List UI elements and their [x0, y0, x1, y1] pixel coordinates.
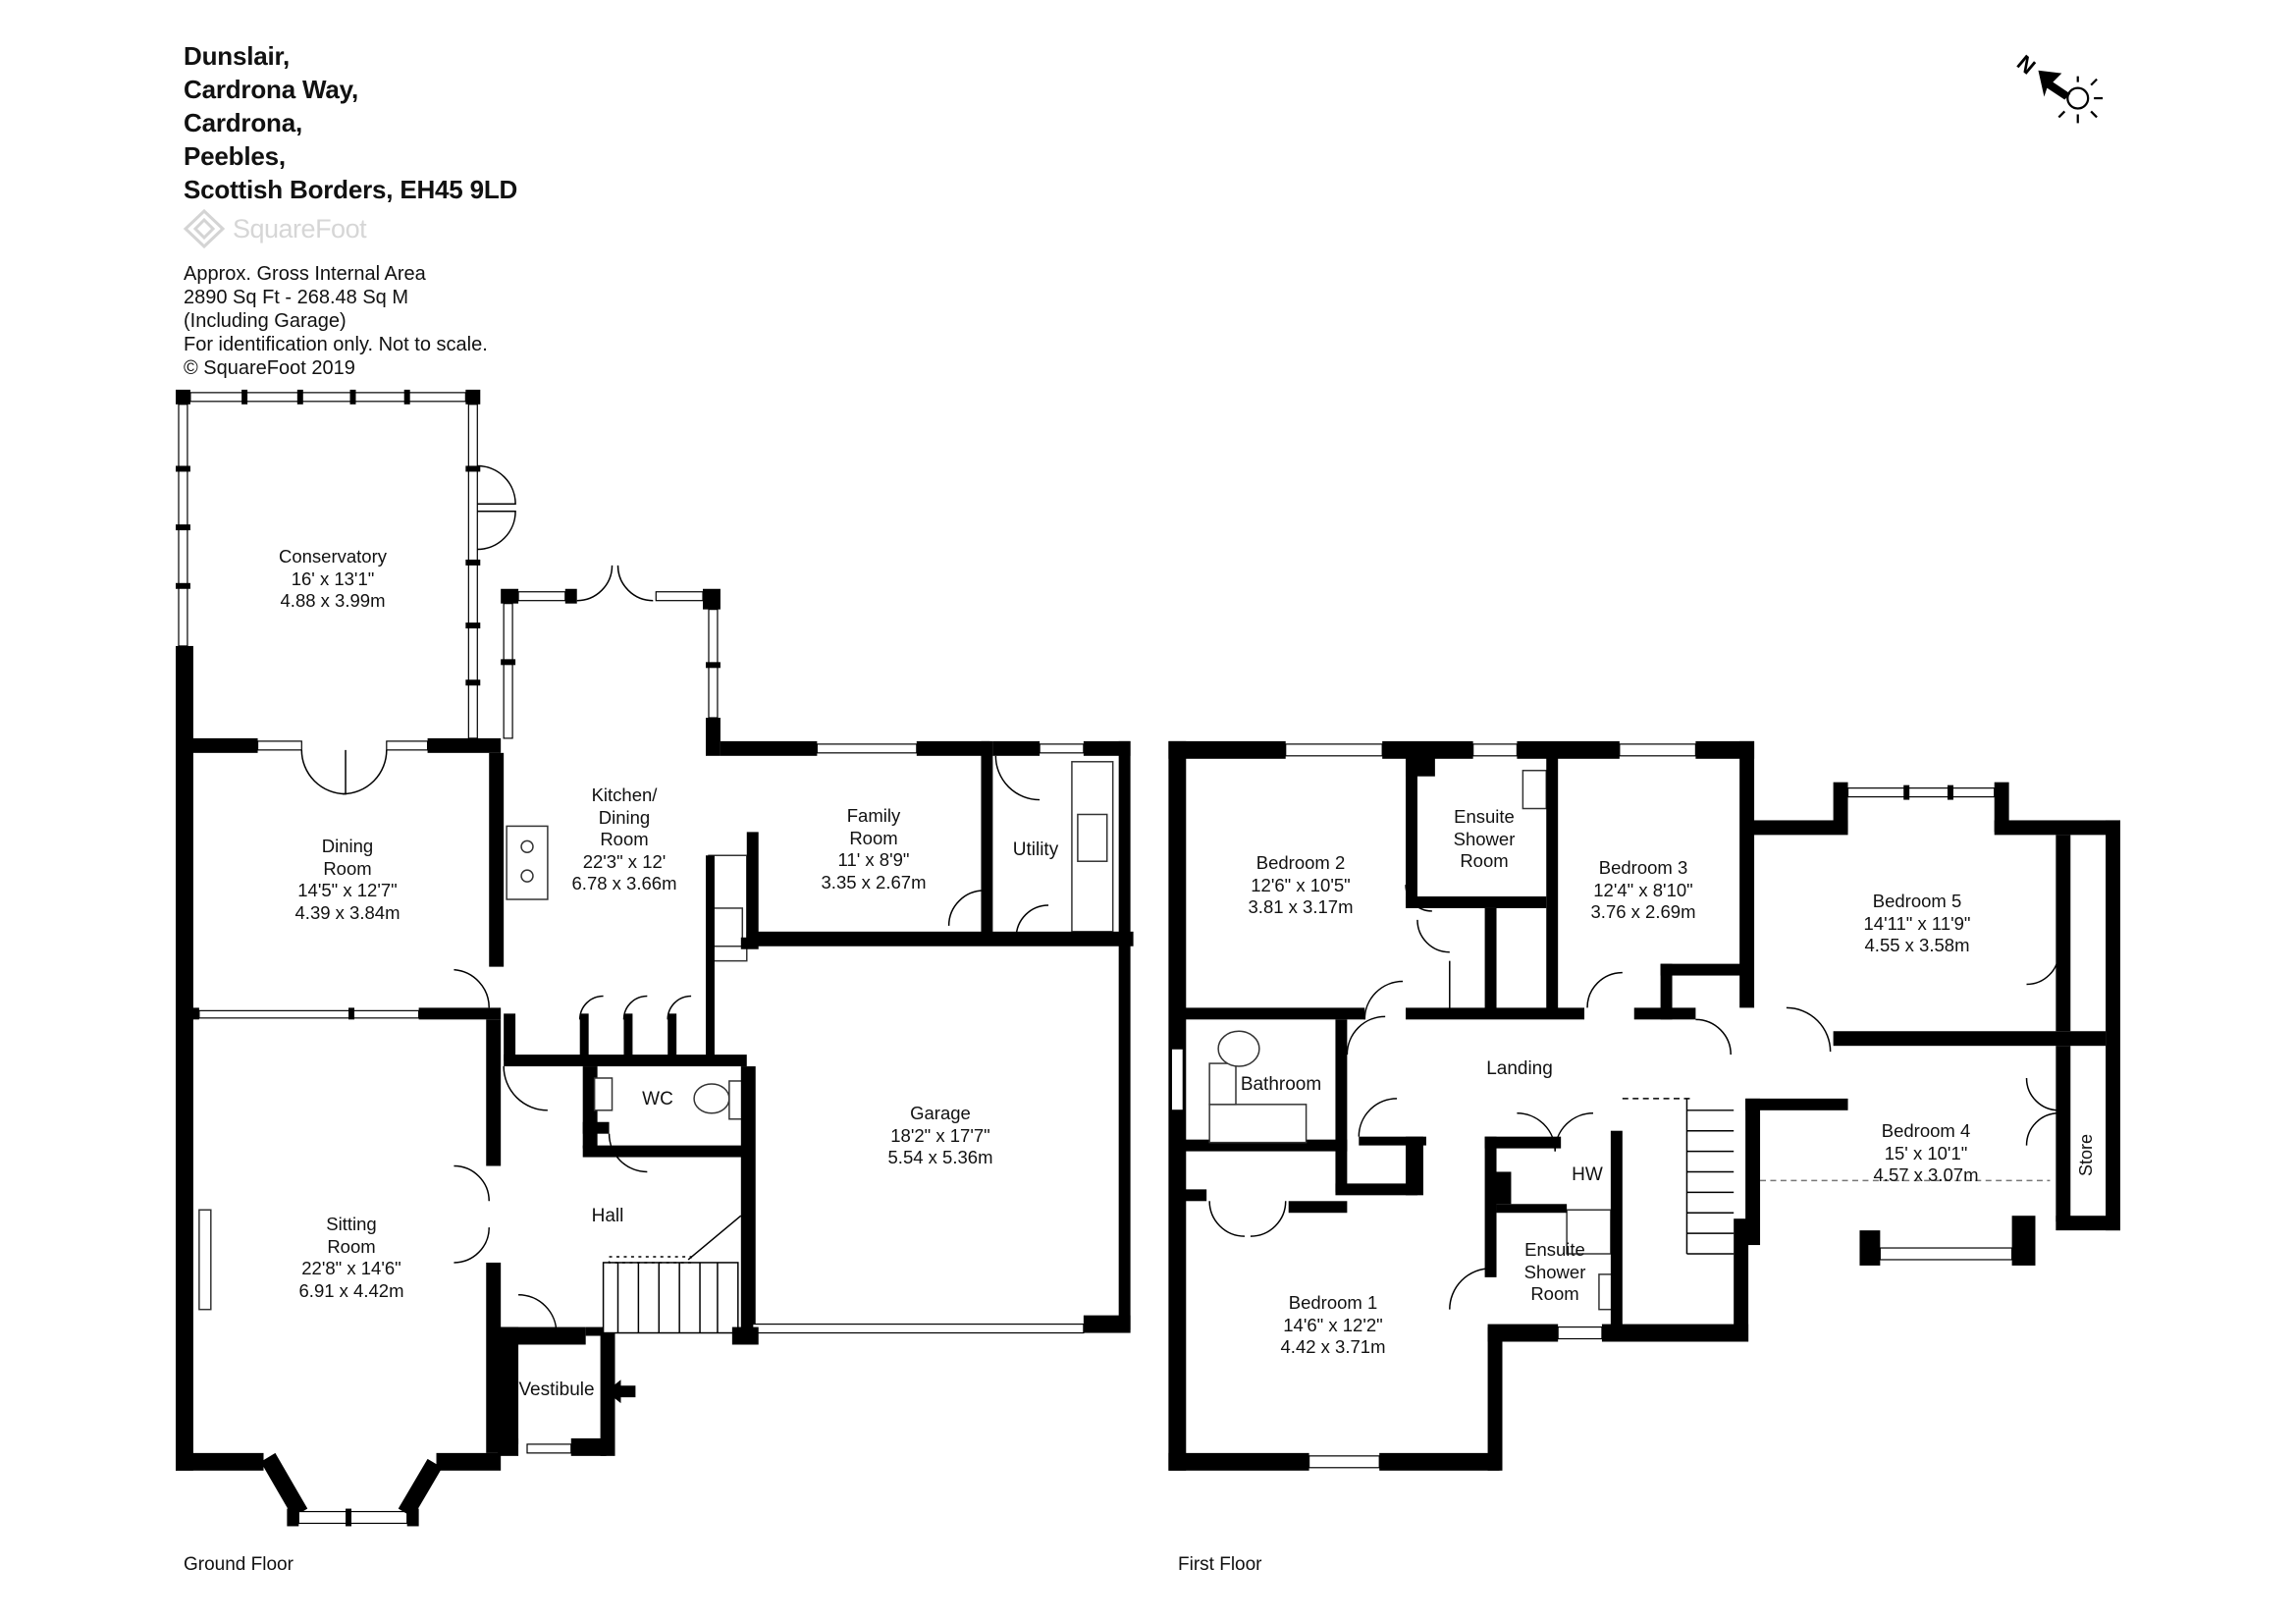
- address-line: Scottish Borders, EH45 9LD: [184, 175, 518, 204]
- room-name: Shower: [1453, 828, 1516, 849]
- area-line: 2890 Sq Ft - 268.48 Sq M: [184, 287, 409, 308]
- room-dimensions-imperial: 14'11" x 11'9": [1863, 912, 1971, 934]
- area-info: Approx. Gross Internal Area 2890 Sq Ft -…: [184, 262, 488, 380]
- label-landing: Landing: [1486, 1058, 1553, 1079]
- logo-wordmark: SquareFoot: [233, 214, 367, 243]
- property-address: Dunslair, Cardrona Way, Cardrona, Peeble…: [184, 39, 517, 206]
- room-name: Garage: [910, 1103, 971, 1123]
- label-utility: Utility: [1012, 839, 1059, 860]
- room-dimensions-imperial: 22'3" x 12': [582, 850, 667, 872]
- room-name: Sitting: [326, 1214, 377, 1234]
- label-vestibule: Vestibule: [518, 1380, 595, 1400]
- room-bedroom-4: Bedroom 4 15' x 10'1" 4.57 x 3.07m: [1874, 1120, 1979, 1187]
- squarefoot-logo-icon: [183, 208, 226, 249]
- room-name: Room: [600, 829, 649, 849]
- room-name: Ensuite: [1524, 1239, 1585, 1260]
- room-bedroom-5: Bedroom 5 14'11" x 11'9" 4.55 x 3.58m: [1863, 891, 1970, 957]
- room-dimensions-metric: 3.76 x 2.69m: [1590, 901, 1696, 922]
- room-dimensions-metric: 3.35 x 2.67m: [821, 871, 927, 893]
- room-name: Bedroom 1: [1288, 1292, 1378, 1313]
- compass-icon: N: [2012, 50, 2104, 124]
- room-dimensions-imperial: 18'2" x 17'7": [890, 1124, 990, 1146]
- address-line: Dunslair,: [184, 41, 291, 71]
- room-dimensions-metric: 4.88 x 3.99m: [280, 590, 386, 611]
- area-line: (Including Garage): [184, 310, 347, 332]
- room-dimensions-metric: 6.78 x 3.66m: [571, 873, 677, 893]
- address-line: Peebles,: [184, 141, 286, 171]
- area-line: © SquareFoot 2019: [184, 357, 355, 379]
- room-dimensions-imperial: 14'6" x 12'2": [1283, 1314, 1383, 1335]
- room-name: Room: [849, 827, 898, 848]
- room-dimensions-metric: 4.55 x 3.58m: [1864, 935, 1970, 955]
- room-sitting: Sitting Room 22'8" x 14'6" 6.91 x 4.42m: [299, 1214, 404, 1302]
- label-bathroom: Bathroom: [1240, 1074, 1322, 1095]
- label-hw: HW: [1572, 1164, 1603, 1185]
- room-name: Bedroom 5: [1872, 891, 1962, 911]
- area-line: Approx. Gross Internal Area: [184, 263, 426, 285]
- room-name: Conservatory: [278, 546, 388, 567]
- first-floor-plan: [1168, 740, 2120, 1471]
- label-hall: Hall: [591, 1206, 624, 1226]
- room-bedroom-2: Bedroom 2 12'6" x 10'5" 3.81 x 3.17m: [1249, 852, 1354, 919]
- room-dimensions-metric: 3.81 x 3.17m: [1248, 896, 1354, 917]
- room-name: Dining: [321, 836, 374, 856]
- compass-north-letter: N: [2012, 50, 2040, 80]
- address-line: Cardrona,: [184, 108, 303, 137]
- room-name: Kitchen/: [591, 784, 658, 805]
- room-dimensions-metric: 4.42 x 3.71m: [1280, 1336, 1386, 1357]
- room-dimensions-imperial: 12'6" x 10'5": [1251, 874, 1351, 895]
- room-garage: Garage 18'2" x 17'7" 5.54 x 5.36m: [888, 1103, 993, 1169]
- room-name: Room: [1530, 1283, 1579, 1304]
- room-name: Room: [323, 857, 372, 879]
- room-ensuite-top: Ensuite Shower Room: [1454, 806, 1516, 873]
- squarefoot-logo: SquareFoot: [182, 208, 398, 249]
- room-name: Shower: [1523, 1261, 1586, 1282]
- room-dimensions-metric: 4.39 x 3.84m: [294, 901, 400, 923]
- ground-floor-label: Ground Floor: [184, 1554, 294, 1575]
- room-dining: Dining Room 14'5" x 12'7" 4.39 x 3.84m: [295, 836, 400, 924]
- room-name: Bedroom 2: [1255, 852, 1346, 873]
- room-bedroom-3: Bedroom 3 12'4" x 8'10" 3.76 x 2.69m: [1591, 857, 1696, 924]
- room-dimensions-imperial: 16' x 13'1": [291, 568, 375, 589]
- room-dimensions-imperial: 22'8" x 14'6": [301, 1258, 401, 1278]
- room-ensuite-bottom: Ensuite Shower Room: [1524, 1239, 1586, 1306]
- conservatory-walls: [176, 389, 516, 739]
- room-name: Ensuite: [1454, 806, 1515, 827]
- room-dimensions-metric: 6.91 x 4.42m: [298, 1279, 404, 1301]
- room-dimensions-imperial: 14'5" x 12'7": [297, 880, 398, 900]
- room-dimensions-metric: 5.54 x 5.36m: [887, 1147, 993, 1167]
- room-name: Dining: [598, 806, 651, 828]
- room-name: Family: [846, 805, 901, 826]
- room-dimensions-metric: 4.57 x 3.07m: [1873, 1164, 1979, 1185]
- room-conservatory: Conservatory 16' x 13'1" 4.88 x 3.99m: [279, 546, 387, 613]
- room-name: Bedroom 4: [1881, 1120, 1971, 1141]
- first-floor-label: First Floor: [1178, 1554, 1262, 1575]
- label-store: Store: [2076, 1133, 2097, 1177]
- room-name: Room: [327, 1235, 376, 1257]
- room-dimensions-imperial: 11' x 8'9": [837, 849, 910, 870]
- area-line: For identification only. Not to scale.: [184, 334, 488, 355]
- room-dimensions-imperial: 12'4" x 8'10": [1593, 879, 1693, 900]
- label-wc: WC: [642, 1089, 673, 1109]
- room-name: Room: [1460, 850, 1509, 871]
- room-name: Bedroom 3: [1598, 857, 1688, 878]
- ground-floor-plan: [176, 389, 1134, 1527]
- room-bedroom-1: Bedroom 1 14'6" x 12'2" 4.42 x 3.71m: [1281, 1292, 1386, 1359]
- address-line: Cardrona Way,: [184, 75, 358, 104]
- room-kitchen-dining: Kitchen/ Dining Room 22'3" x 12' 6.78 x …: [572, 784, 677, 895]
- room-family: Family Room 11' x 8'9" 3.35 x 2.67m: [822, 805, 927, 893]
- room-dimensions-imperial: 15' x 10'1": [1884, 1142, 1968, 1163]
